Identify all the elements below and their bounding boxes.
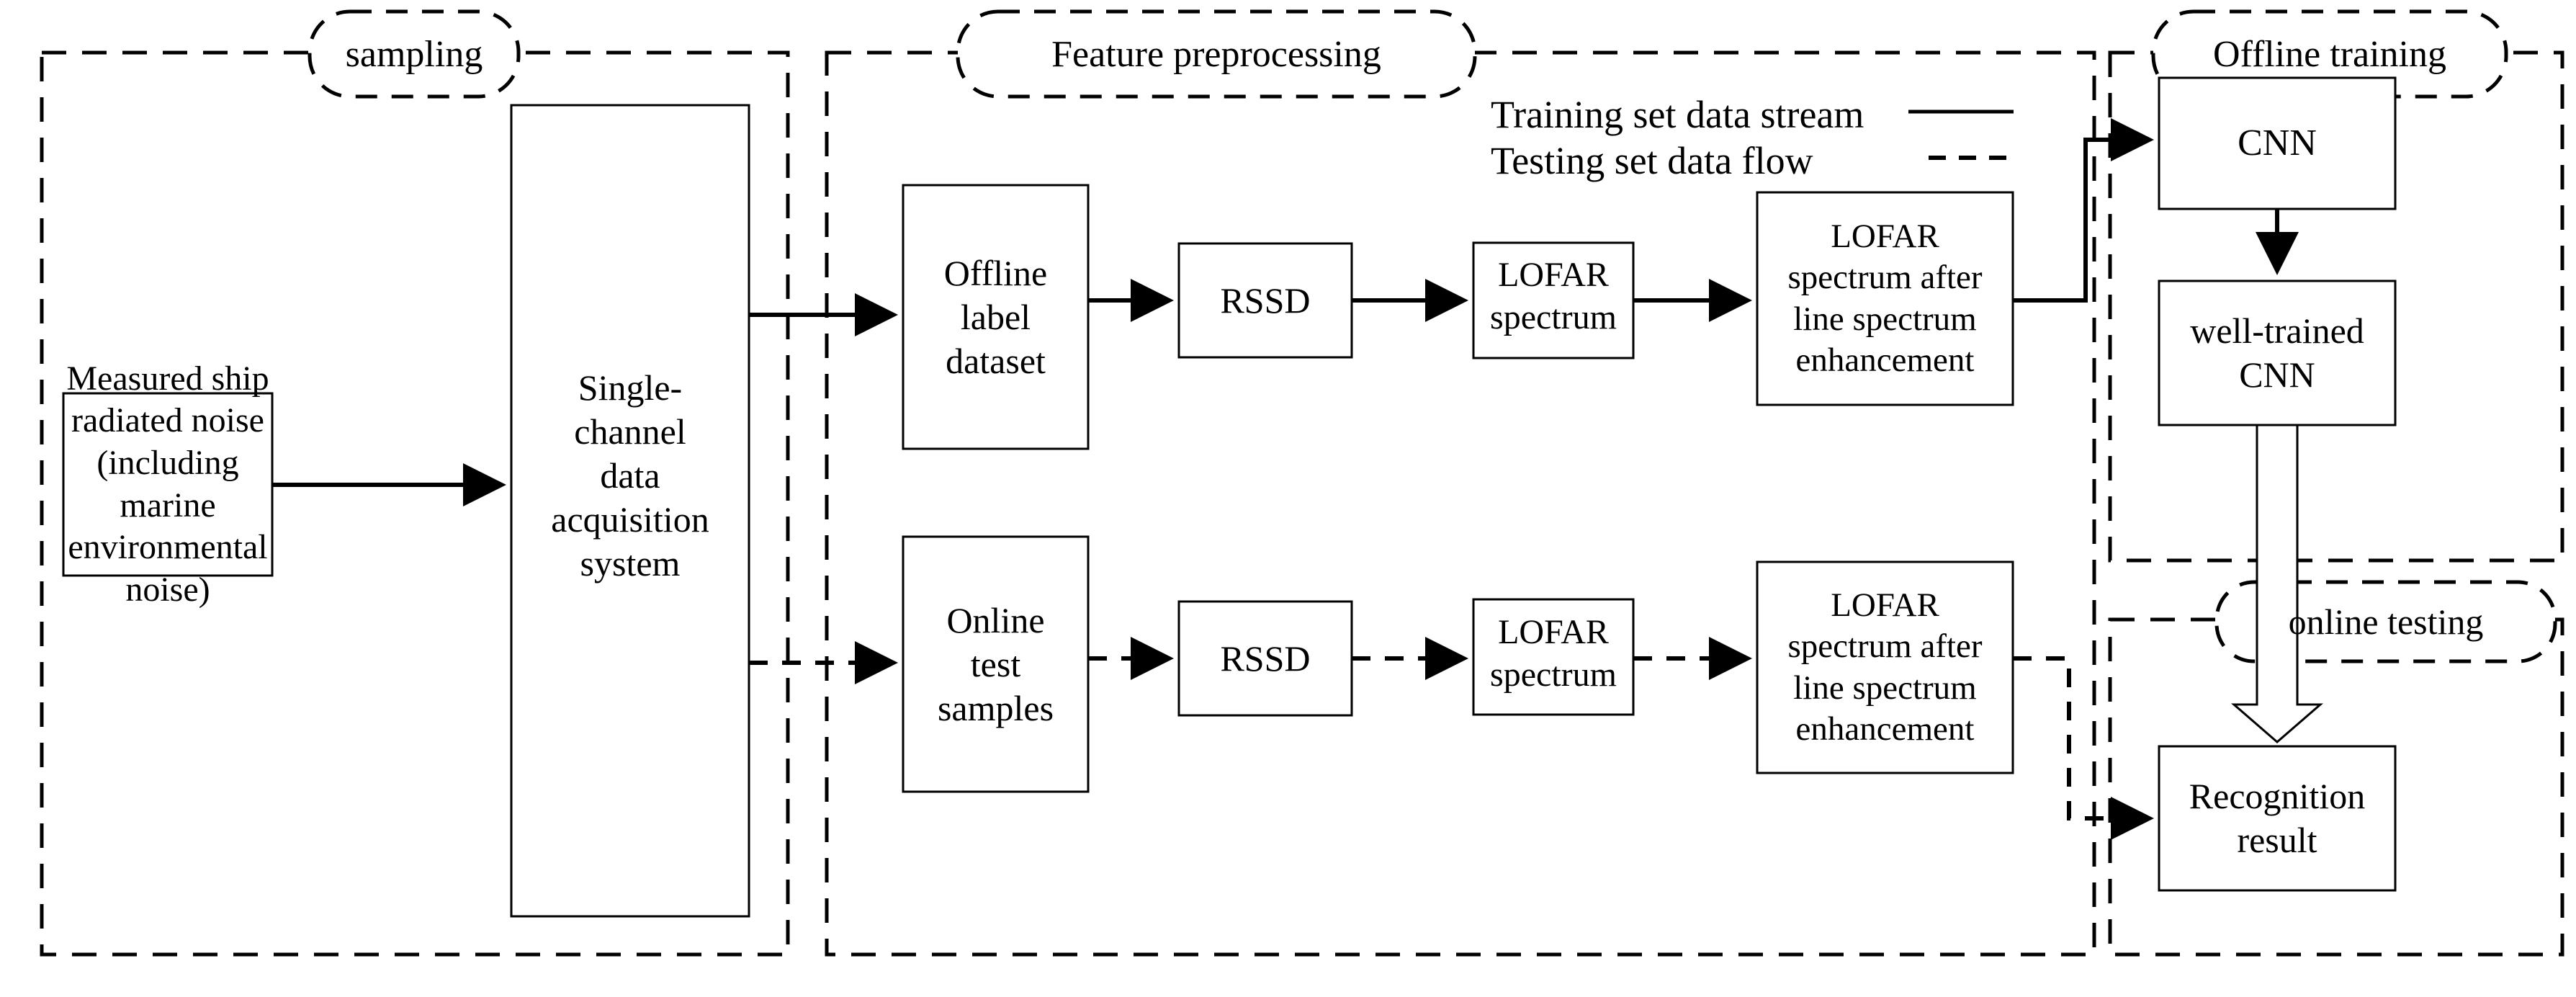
conn-enhanced-test-to-recognition (2013, 656, 2154, 840)
panel-preprocess-frame (825, 50, 2096, 957)
label-offline-label-dataset: Offline label dataset (943, 252, 1048, 381)
label-lofar-spectrum-train: LOFAR spectrum (1490, 256, 1617, 336)
label-cnn: CNN (2238, 122, 2317, 164)
box-measured-noise[interactable] (62, 392, 274, 577)
box-offline-label-dataset[interactable] (902, 184, 1090, 450)
box-well-trained-cnn[interactable] (2158, 280, 2397, 426)
label-online-test-samples: Online test samples (937, 599, 1054, 728)
label-rssd-train: RSSD (1220, 280, 1311, 321)
box-rssd-test[interactable] (1177, 600, 1353, 717)
label-lofar-spectrum-test: LOFAR spectrum (1490, 613, 1617, 694)
panel-label-sampling: sampling (345, 33, 483, 75)
box-lofar-enhanced-test[interactable] (1756, 560, 2014, 774)
label-recognition-result: Recognition result (2189, 776, 2366, 860)
box-lofar-spectrum-test[interactable] (1472, 598, 1635, 716)
box-cnn[interactable] (2158, 76, 2397, 210)
box-lofar-enhanced-train[interactable] (1756, 191, 2014, 406)
box-recognition-result[interactable] (2158, 745, 2397, 892)
box-rssd-train[interactable] (1177, 242, 1353, 359)
label-acquisition-system: Single- channel data acquisition system (551, 367, 709, 584)
block-arrow-model-transfer (2230, 424, 2324, 743)
pill-sampling (308, 9, 521, 99)
label-measured-noise: Measured ship radiated noise (including … (66, 359, 269, 609)
panel-label-online-testing: online testing (2288, 602, 2484, 642)
legend-testing-label: Testing set data flow (1491, 139, 1813, 182)
conn-enhanced-train-to-cnn (2013, 118, 2154, 303)
panel-label-offline-training: Offline training (2213, 33, 2446, 75)
label-lofar-enhanced-train: LOFAR spectrum after line spectrum enhan… (1787, 217, 1983, 379)
pill-online-testing (2214, 580, 2557, 663)
label-well-trained-cnn: well-trained CNN (2190, 310, 2364, 395)
label-rssd-test: RSSD (1220, 638, 1311, 679)
panel-label-feature-preprocessing: Feature preprocessing (1051, 33, 1381, 75)
box-online-test-samples[interactable] (902, 535, 1090, 793)
pill-offline-training (2151, 9, 2508, 99)
legend-training-label: Training set data stream (1491, 93, 1864, 136)
box-lofar-spectrum-train[interactable] (1472, 241, 1635, 359)
box-acquisition-system[interactable] (510, 104, 750, 918)
pill-preprocess (956, 9, 1477, 99)
label-lofar-enhanced-test: LOFAR spectrum after line spectrum enhan… (1787, 586, 1983, 748)
